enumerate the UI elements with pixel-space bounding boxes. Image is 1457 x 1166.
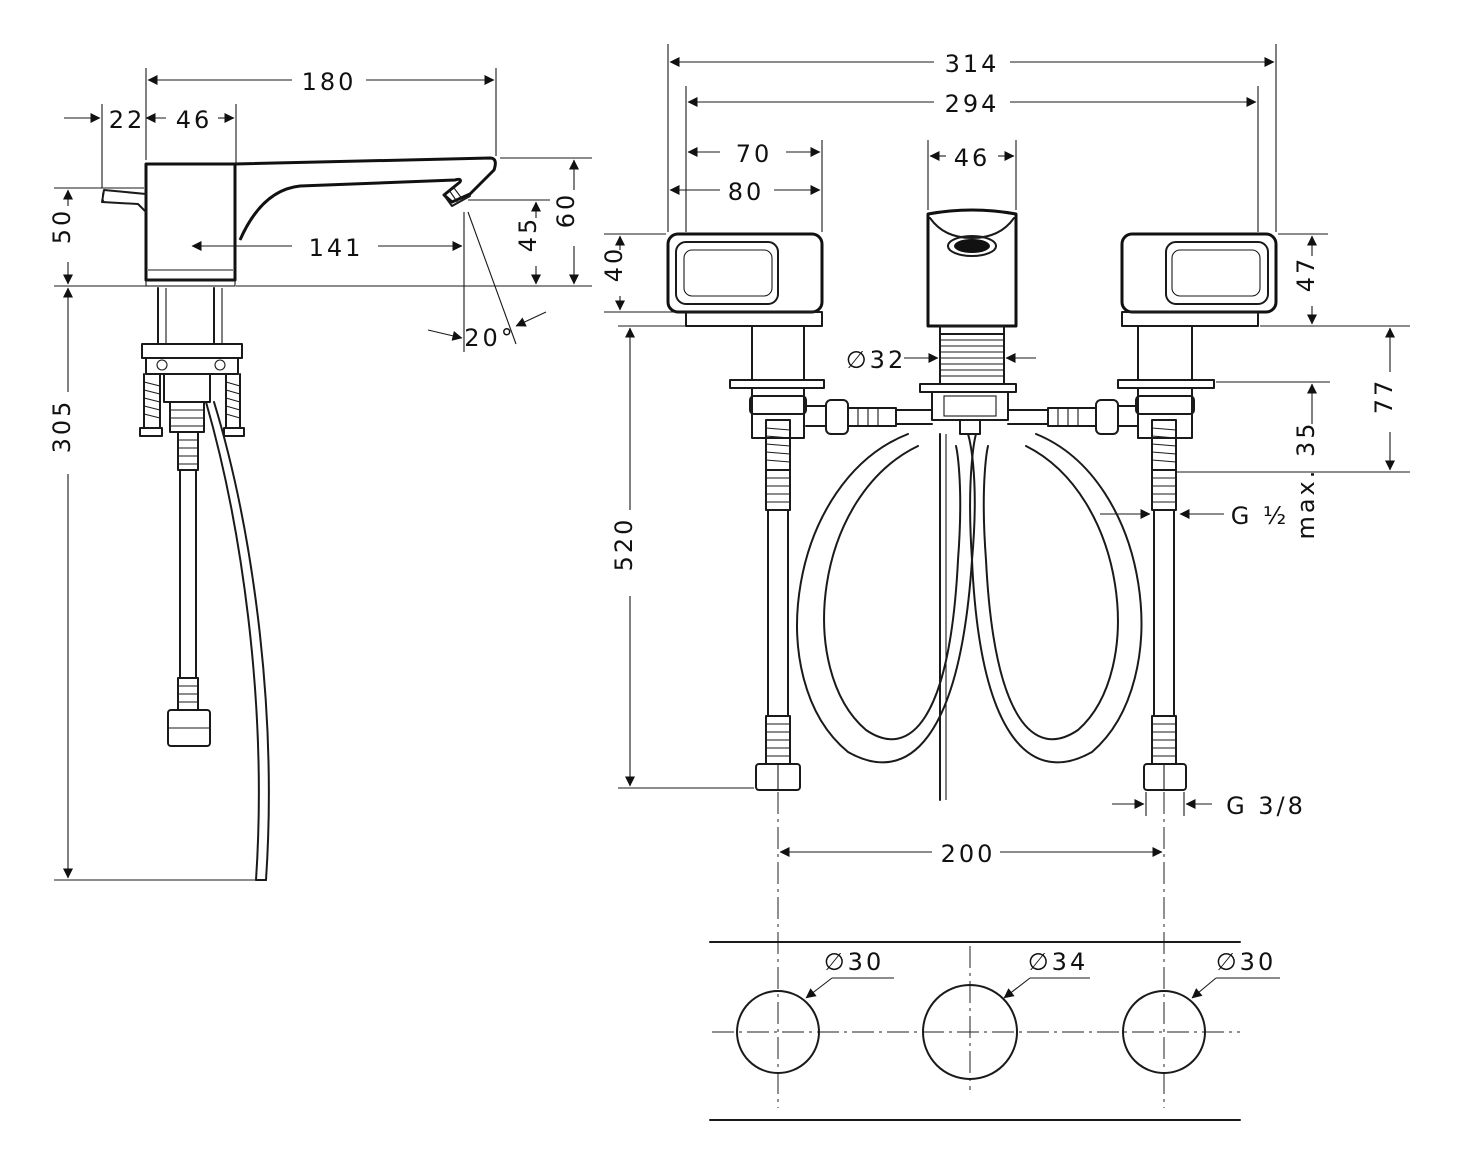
dimension-294: 294: [685, 86, 1259, 232]
dim-50-label: 50: [48, 208, 76, 245]
side-view: 180 22 46 141 50: [48, 68, 592, 881]
faucet-body-side: [144, 162, 237, 287]
dim-47-label: 47: [1292, 256, 1320, 293]
dimension-45-60: 45 60: [236, 157, 592, 287]
dim-70-label: 70: [736, 140, 773, 168]
dim-314-label: 314: [945, 50, 1000, 78]
dim-520-label: 520: [610, 517, 638, 572]
dimension-40: 40: [600, 233, 686, 313]
dimension-305: 305: [48, 287, 256, 881]
right-supply-hose: [1143, 469, 1187, 791]
dimension-46-spout: 46: [927, 140, 1017, 210]
dimension-50: 50: [48, 187, 146, 287]
dim-spout-46-label: 46: [954, 144, 991, 172]
crossover-connectors: [805, 399, 1139, 435]
hole-left-callout: ∅30: [805, 948, 894, 999]
dimension-141: 141: [191, 212, 465, 352]
dimension-314: 314: [667, 44, 1277, 232]
dim-angle-label: 20°: [464, 324, 516, 352]
hole-left: [736, 990, 820, 1074]
mounting-assembly-side: [139, 287, 245, 437]
spout-side: [234, 156, 497, 241]
dim-46-label: 46: [176, 106, 213, 134]
left-handle: [666, 232, 824, 327]
dim-80-label: 80: [728, 178, 765, 206]
hole-center: [922, 984, 1018, 1080]
hole-right: [1122, 990, 1206, 1074]
dim-294-label: 294: [945, 90, 1000, 118]
spout-front: [926, 208, 1018, 335]
dim-45-label: 45: [514, 216, 542, 253]
hole-center-callout: ∅34: [1003, 948, 1090, 999]
dim-40-label: 40: [600, 246, 628, 283]
left-supply-hose: [755, 469, 801, 791]
dimension-77: 77: [1176, 327, 1410, 473]
supply-hose-side: [167, 431, 211, 747]
dim-200-label: 200: [941, 840, 996, 868]
dim-141-label: 141: [309, 234, 364, 262]
left-valve: [729, 325, 825, 471]
hose-loops: [796, 433, 1143, 764]
dim-180-label: 180: [302, 68, 357, 96]
hole-right-label: ∅30: [1216, 948, 1276, 976]
hole-left-label: ∅30: [824, 948, 884, 976]
dimension-max-35: max. 35: [1216, 381, 1330, 540]
dimension-70-80: 70 80: [669, 140, 823, 232]
right-valve: [1117, 325, 1215, 471]
hole-pattern: ∅30 ∅34 ∅30: [709, 941, 1280, 1121]
right-handle: [1120, 232, 1278, 327]
center-shank: [919, 333, 1017, 801]
dim-77-label: 77: [1370, 378, 1398, 415]
dimension-47: 47: [1260, 233, 1410, 327]
flexible-hose-side: [205, 401, 270, 881]
hole-center-label: ∅34: [1028, 948, 1088, 976]
dimension-g-half: G ½: [1100, 502, 1290, 530]
hole-right-callout: ∅30: [1191, 948, 1280, 999]
dimension-200: 200: [777, 792, 1165, 1108]
dim-g-half-label: G ½: [1231, 502, 1290, 530]
dim-g38-label: G 3/8: [1226, 792, 1306, 820]
dimension-520: 520: [610, 325, 754, 789]
dimension-angle-20: 20°: [427, 211, 547, 352]
dim-60-label: 60: [552, 192, 580, 229]
lever-side: [101, 189, 147, 213]
front-view: 314 294 70 80 46: [600, 44, 1410, 1108]
dim-32-label: ∅32: [846, 346, 906, 374]
dim-305-label: 305: [48, 399, 76, 454]
dim-22-label: 22: [109, 106, 146, 134]
dimension-g-3-8: G 3/8: [1112, 792, 1306, 820]
dimension-180: 180: [145, 68, 497, 160]
dimension-diameter-32: ∅32: [846, 346, 1036, 374]
dimension-22-46: 22 46: [64, 104, 237, 188]
dim-max35-label: max. 35: [1292, 420, 1320, 539]
